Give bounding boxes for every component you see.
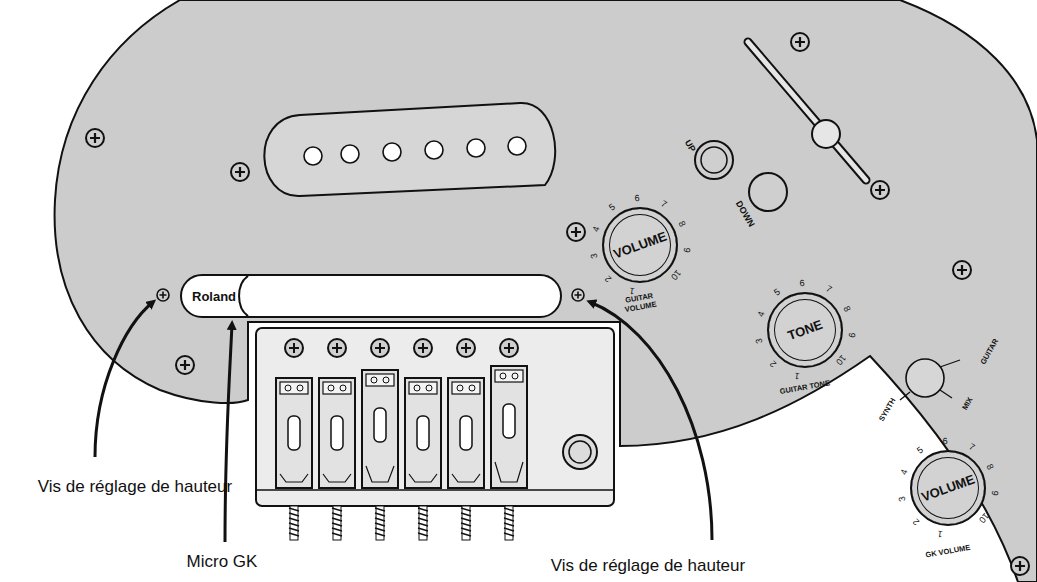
knob-label: VOLUME: [919, 471, 976, 504]
dial-number: 5: [915, 445, 925, 456]
callout-text: Vis de réglage de hauteur: [551, 556, 745, 576]
control-knob: TONE12345678910: [767, 292, 843, 368]
dial-number: 4: [898, 468, 909, 476]
pickup-divider: [182, 276, 560, 316]
dial-number: 6: [799, 278, 805, 288]
dial-number: 3: [897, 495, 908, 502]
callout-text: Micro GK: [187, 552, 258, 572]
knob-label: VOLUME: [611, 228, 668, 261]
dial-number: 2: [910, 517, 921, 528]
control-label: GK VOLUME: [922, 543, 975, 561]
knob-label: TONE: [786, 317, 825, 343]
control-knob: VOLUME12345678910: [910, 450, 986, 526]
switch-label: SYNTH: [878, 397, 898, 423]
brand-name: Roland: [192, 289, 236, 304]
dial-number: 6: [942, 436, 948, 446]
dial-number: 1: [936, 529, 943, 540]
gk-pickup: Roland: [180, 274, 562, 318]
callout-text: Vis de réglage de hauteur: [35, 477, 235, 497]
control-knob: VOLUME12345678910: [602, 207, 678, 283]
dial-number: 6: [634, 193, 640, 203]
